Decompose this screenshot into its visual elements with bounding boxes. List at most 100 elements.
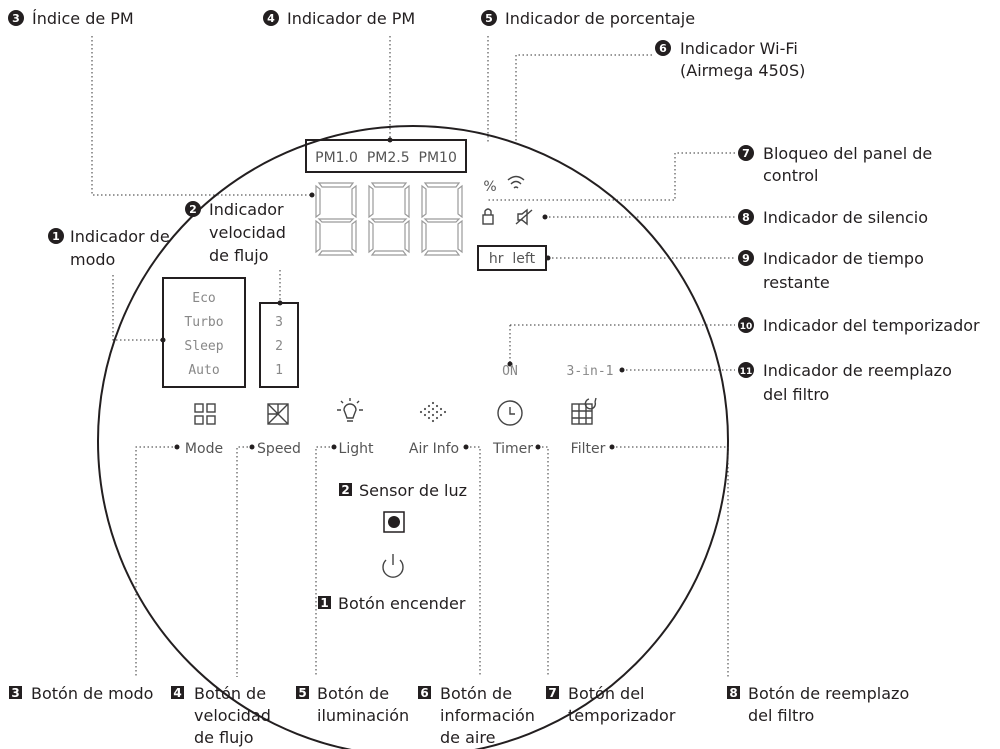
svg-text:6: 6: [659, 42, 667, 55]
mute-icon: [515, 208, 533, 226]
svg-text:8: 8: [729, 686, 737, 700]
clock-icon[interactable]: [497, 400, 523, 426]
panel-outline: [97, 125, 729, 749]
number-badge: [738, 145, 754, 161]
bottom-callout-filter: 8 Botón de reemplazo del filtro: [727, 684, 909, 725]
pm-digit-display: [315, 182, 463, 256]
timer-button[interactable]: Timer: [492, 441, 533, 457]
callout-pm-index: 3 Índice de PM: [8, 9, 134, 28]
number-badge: [185, 201, 201, 217]
svg-text:Botón de: Botón de: [317, 684, 389, 703]
svg-text:7: 7: [742, 147, 750, 160]
mode-indicator-box: [162, 277, 246, 388]
svg-text:información: información: [440, 706, 535, 725]
label-lock-2: control: [763, 166, 818, 185]
mode-auto: Auto: [188, 363, 219, 378]
bulb-icon[interactable]: [337, 398, 363, 422]
label-speed-indicator: Indicador: [209, 200, 284, 219]
percent-sign: %: [483, 179, 496, 195]
light-sensor-label: Sensor de luz: [359, 481, 467, 500]
svg-text:4: 4: [267, 12, 275, 25]
callout-percent: 5 Indicador de porcentaje: [481, 9, 695, 28]
bottom-callout-light: 5 Botón de iluminación: [296, 684, 409, 725]
label-pm-index: Índice de PM: [32, 9, 134, 28]
remaining-time-box: [477, 245, 547, 271]
power-button-label: Botón encender: [338, 594, 466, 613]
label-lock: Bloqueo del panel de: [763, 144, 932, 163]
number-badge: [655, 40, 671, 56]
number-badge: [8, 10, 24, 26]
remaining-time-label: hr left: [489, 251, 536, 267]
svg-text:Botón del: Botón del: [568, 684, 645, 703]
callout-remaining: 9 Indicador de tiempo restante: [738, 249, 924, 292]
label-percent: Indicador de porcentaje: [505, 9, 695, 28]
pm-type-labels: PM1.0 PM2.5 PM10: [315, 150, 457, 166]
dots-icon[interactable]: [419, 401, 447, 423]
callout-wifi: 6 Indicador Wi-Fi (Airmega 450S): [655, 39, 805, 80]
svg-text:iluminación: iluminación: [317, 706, 409, 725]
speed-2: 2: [275, 339, 283, 354]
label-remaining: Indicador de tiempo: [763, 249, 924, 268]
label-wifi: Indicador Wi-Fi: [680, 39, 798, 58]
number-badge: [481, 10, 497, 26]
number-badge: [48, 228, 64, 244]
svg-text:2: 2: [189, 203, 197, 216]
callout-speed-indicator: 2 Indicador velocidad de flujo: [185, 200, 286, 265]
digit-1: [315, 182, 357, 256]
label-mute: Indicador de silencio: [763, 208, 928, 227]
svg-text:Botón de modo: Botón de modo: [31, 684, 153, 703]
svg-text:10: 10: [740, 322, 753, 332]
number-badge: [738, 317, 754, 333]
svg-text:4: 4: [173, 686, 181, 700]
svg-text:9: 9: [742, 252, 750, 265]
svg-text:Botón de: Botón de: [194, 684, 266, 703]
label-pm-indicator: Indicador de PM: [287, 9, 415, 28]
label-filter-indicator: Indicador de reemplazo: [763, 361, 952, 380]
callout-lock: 7 Bloqueo del panel de control: [738, 144, 932, 185]
number-badge: [339, 483, 352, 496]
svg-text:1: 1: [52, 230, 60, 243]
svg-text:2: 2: [341, 483, 349, 497]
mode-eco: Eco: [192, 291, 215, 306]
callout-filter-indicator: 11 Indicador de reemplazo del filtro: [738, 361, 952, 404]
svg-text:del filtro: del filtro: [748, 706, 814, 725]
svg-text:7: 7: [548, 686, 556, 700]
fan-icon[interactable]: [267, 403, 289, 425]
svg-text:Botón de reemplazo: Botón de reemplazo: [748, 684, 909, 703]
label-timer-indicator: Indicador del temporizador: [763, 316, 980, 335]
svg-text:11: 11: [740, 367, 753, 377]
mode-button[interactable]: Mode: [185, 441, 223, 457]
speed-button[interactable]: Speed: [257, 441, 301, 457]
label-remaining-2: restante: [763, 273, 830, 292]
filter-icon[interactable]: [571, 397, 597, 425]
svg-text:de flujo: de flujo: [194, 728, 254, 747]
number-badge: [738, 250, 754, 266]
power-icon[interactable]: [382, 554, 404, 578]
bottom-callout-mode: 3 Botón de modo: [9, 684, 153, 703]
pm-type-box: [305, 139, 467, 173]
number-badge: [318, 596, 331, 609]
callout-pm-indicator: 4 Indicador de PM: [263, 9, 415, 28]
light-button[interactable]: Light: [339, 441, 374, 457]
digit-2: [368, 182, 410, 256]
label-speed-indicator-3: de flujo: [209, 246, 269, 265]
callout-mode-indicator: 1 Indicador de modo: [48, 227, 170, 269]
svg-text:6: 6: [420, 686, 428, 700]
callout-timer-indicator: 10 Indicador del temporizador: [738, 316, 980, 335]
speed-indicator-box: [259, 302, 299, 388]
svg-text:Botón de: Botón de: [440, 684, 512, 703]
filter-button[interactable]: Filter: [571, 441, 606, 457]
number-badge: [738, 209, 754, 225]
bottom-callout-air-info: 6 Botón de información de aire: [418, 684, 535, 747]
label-speed-indicator-2: velocidad: [209, 223, 286, 242]
lock-icon: [482, 208, 494, 225]
timer-on-indicator: ON: [502, 364, 518, 379]
grid-icon[interactable]: [194, 403, 216, 425]
label-mode-indicator: Indicador de: [70, 227, 170, 246]
speed-3: 3: [275, 315, 283, 330]
number-badge: [738, 362, 754, 378]
air-info-button[interactable]: Air Info: [409, 441, 459, 457]
svg-text:3: 3: [11, 686, 19, 700]
bottom-callout-speed: 4 Botón de velocidad de flujo: [171, 684, 271, 747]
